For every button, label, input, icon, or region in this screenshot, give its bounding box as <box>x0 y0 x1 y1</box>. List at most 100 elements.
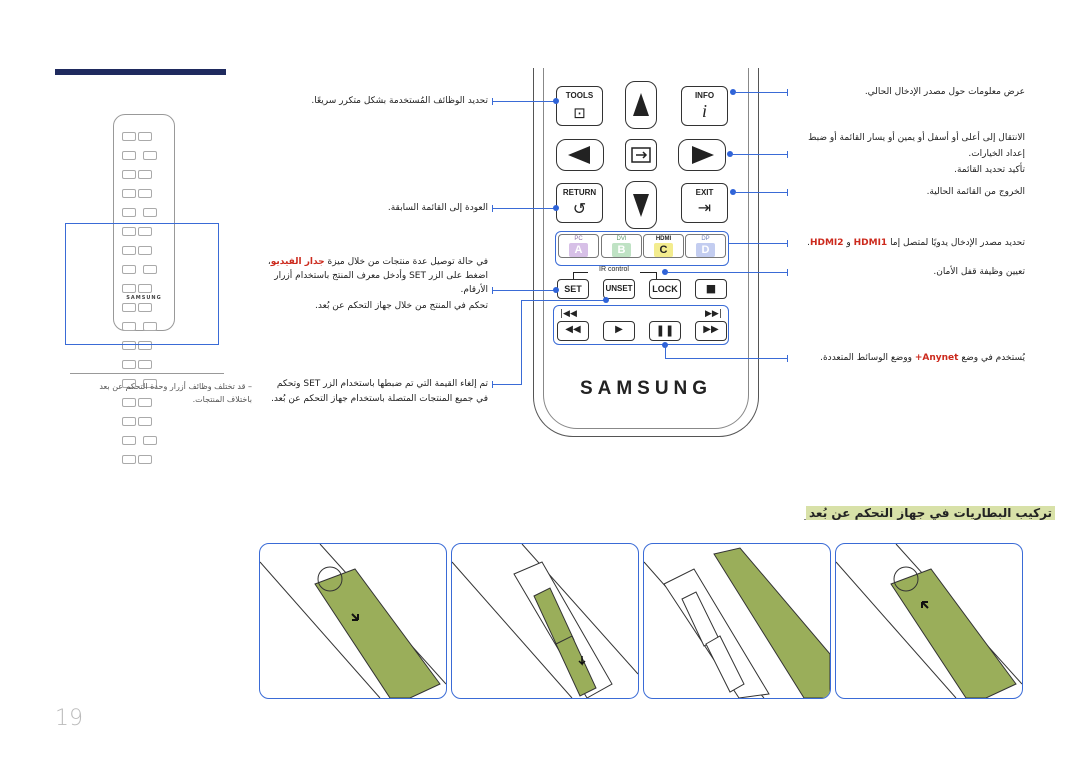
nav-description-line1: الانتقال إلى أعلى أو أسفل أو يمين أو يسا… <box>808 133 1025 143</box>
color-button-d[interactable]: DP D <box>685 234 726 258</box>
remote-logo: SAMSUNG <box>579 378 713 399</box>
rewind-icon: ◀◀ <box>565 324 581 335</box>
hdmi-description-text: تحديد مصدر الإدخال يدويًا لمتصل إما <box>887 238 1025 248</box>
stop-icon: ■ <box>705 282 717 295</box>
pause-button[interactable]: ❚❚ <box>649 321 681 341</box>
nav-description-line2: إعداد الخيارات. <box>968 149 1025 159</box>
hdmi-callout-line <box>729 243 787 244</box>
nav-callout-tick <box>787 151 788 158</box>
return-icon: ↺ <box>572 199 587 218</box>
tools-callout-dot <box>553 98 559 104</box>
return-description: العودة إلى القائمة السابقة. <box>387 203 488 213</box>
color-button-b-sublabel: DVI <box>616 236 627 242</box>
anynet-description-text: يُستخدم في وضع <box>958 353 1025 363</box>
unset-callout-connector <box>521 300 606 301</box>
hdmi2-highlight: HDMI2 <box>809 238 844 248</box>
anynet-callout-vertical <box>665 345 666 358</box>
unset-callout-line <box>492 384 522 385</box>
lock-callout-line <box>665 272 787 273</box>
ir-control-label: IR control <box>588 266 640 273</box>
exit-label: EXIT <box>695 188 714 197</box>
fast-forward-button[interactable]: ▶▶ <box>695 321 727 341</box>
unset-callout-vertical <box>521 300 522 384</box>
down-arrow-icon <box>633 194 649 217</box>
color-button-d-sublabel: DP <box>701 236 710 242</box>
up-button[interactable] <box>625 81 657 129</box>
video-wall-highlight: جدار الفيديو <box>270 257 325 267</box>
battery-step-4-image <box>259 543 447 699</box>
battery-step-3-illustration <box>452 544 638 698</box>
play-button[interactable]: ▶ <box>603 321 635 341</box>
color-button-a[interactable]: PC A <box>558 234 599 258</box>
stop-button[interactable]: ■ <box>695 279 727 299</box>
info-label: INFO <box>694 91 715 100</box>
color-button-c-sublabel: HDMI <box>655 236 672 242</box>
anynet-description-end: ووضع الوسائط المتعددة. <box>820 353 915 363</box>
color-button-c-label: C <box>654 243 673 257</box>
tools-button[interactable]: TOOLS ⊡ <box>556 86 603 126</box>
battery-step-3-image <box>451 543 639 699</box>
hdmi-description: تحديد مصدر الإدخال يدويًا لمتصل إما HDMI… <box>795 237 1025 249</box>
section-title: تركيب البطاريات في جهاز التحكم عن بُعد <box>806 506 1056 520</box>
battery-step-2-illustration <box>644 547 830 698</box>
battery-step-4-illustration <box>260 544 446 698</box>
hdmi-callout-tick <box>787 240 788 247</box>
exit-description: الخروج من القائمة الحالية. <box>926 187 1025 197</box>
rewind-button[interactable]: ◀◀ <box>557 321 589 341</box>
left-arrow-icon <box>568 146 590 164</box>
left-button[interactable] <box>556 139 604 171</box>
return-callout-line <box>492 208 554 209</box>
right-button[interactable] <box>678 139 726 171</box>
lock-button[interactable]: LOCK <box>649 279 681 299</box>
info-icon: i <box>701 101 707 121</box>
lock-label: LOCK <box>652 284 678 294</box>
ir-control-bracket <box>573 272 657 279</box>
left-note-line1: – قد تختلف وظائف أزرار وحدة التحكم عن بع… <box>99 382 252 391</box>
set-description-line2: اضغط على الزر SET وأدخل معرف المنتج باست… <box>274 271 488 281</box>
nav-callout-line <box>730 154 787 155</box>
remote-inner-outline <box>543 68 749 429</box>
return-label: RETURN <box>562 188 597 197</box>
set-label: SET <box>564 284 582 294</box>
left-note-line2: باختلاف المنتجات. <box>192 395 252 404</box>
anynet-highlight: Anynet+ <box>914 353 959 363</box>
set-description-line4: تحكم في المنتج من خلال جهاز التحكم عن بُ… <box>315 301 488 311</box>
lock-callout-tick <box>787 269 788 276</box>
return-button[interactable]: RETURN ↺ <box>556 183 603 223</box>
unset-label: UNSET <box>605 284 633 293</box>
header-accent-bar <box>55 69 226 75</box>
color-button-c[interactable]: HDMI C <box>643 234 684 258</box>
note-divider <box>70 373 224 374</box>
set-description-line1-text: في حالة توصيل عدة منتجات من خلال ميزة <box>324 257 488 267</box>
color-button-b[interactable]: DVI B <box>601 234 642 258</box>
info-button[interactable]: INFO i <box>681 86 728 126</box>
exit-icon: ⇥ <box>697 198 712 217</box>
unset-callout-tick <box>492 381 493 388</box>
set-callout-tick <box>492 287 493 294</box>
info-callout-line <box>733 92 787 93</box>
return-callout-tick <box>492 205 493 212</box>
color-button-b-label: B <box>612 243 631 257</box>
lock-description: تعيين وظيفة قفل الأمان. <box>933 267 1025 277</box>
set-description-line1-end: ، <box>267 257 271 267</box>
unset-description-line1: تم إلغاء القيمة التي تم ضبطها باستخدام ا… <box>276 379 488 389</box>
exit-button[interactable]: EXIT ⇥ <box>681 183 728 223</box>
enter-button[interactable] <box>625 139 657 171</box>
exit-callout-tick <box>787 189 788 196</box>
color-button-a-sublabel: PC <box>574 236 583 242</box>
tools-label: TOOLS <box>565 91 594 100</box>
down-button[interactable] <box>625 181 657 229</box>
battery-step-2-image <box>643 543 831 699</box>
exit-callout-line <box>733 192 787 193</box>
set-callout-line <box>492 290 554 291</box>
set-callout-dot <box>553 287 559 293</box>
left-note: – قد تختلف وظائف أزرار وحدة التحكم عن بع… <box>72 380 252 406</box>
color-button-a-label: A <box>569 243 588 257</box>
return-callout-dot <box>553 205 559 211</box>
tools-icon: ⊡ <box>573 104 586 122</box>
right-arrow-icon <box>692 146 714 164</box>
unset-button[interactable]: UNSET <box>603 279 635 299</box>
hdmi1-highlight: HDMI1 <box>853 238 888 248</box>
set-button[interactable]: SET <box>557 279 589 299</box>
mini-remote-highlight-box <box>65 223 219 345</box>
